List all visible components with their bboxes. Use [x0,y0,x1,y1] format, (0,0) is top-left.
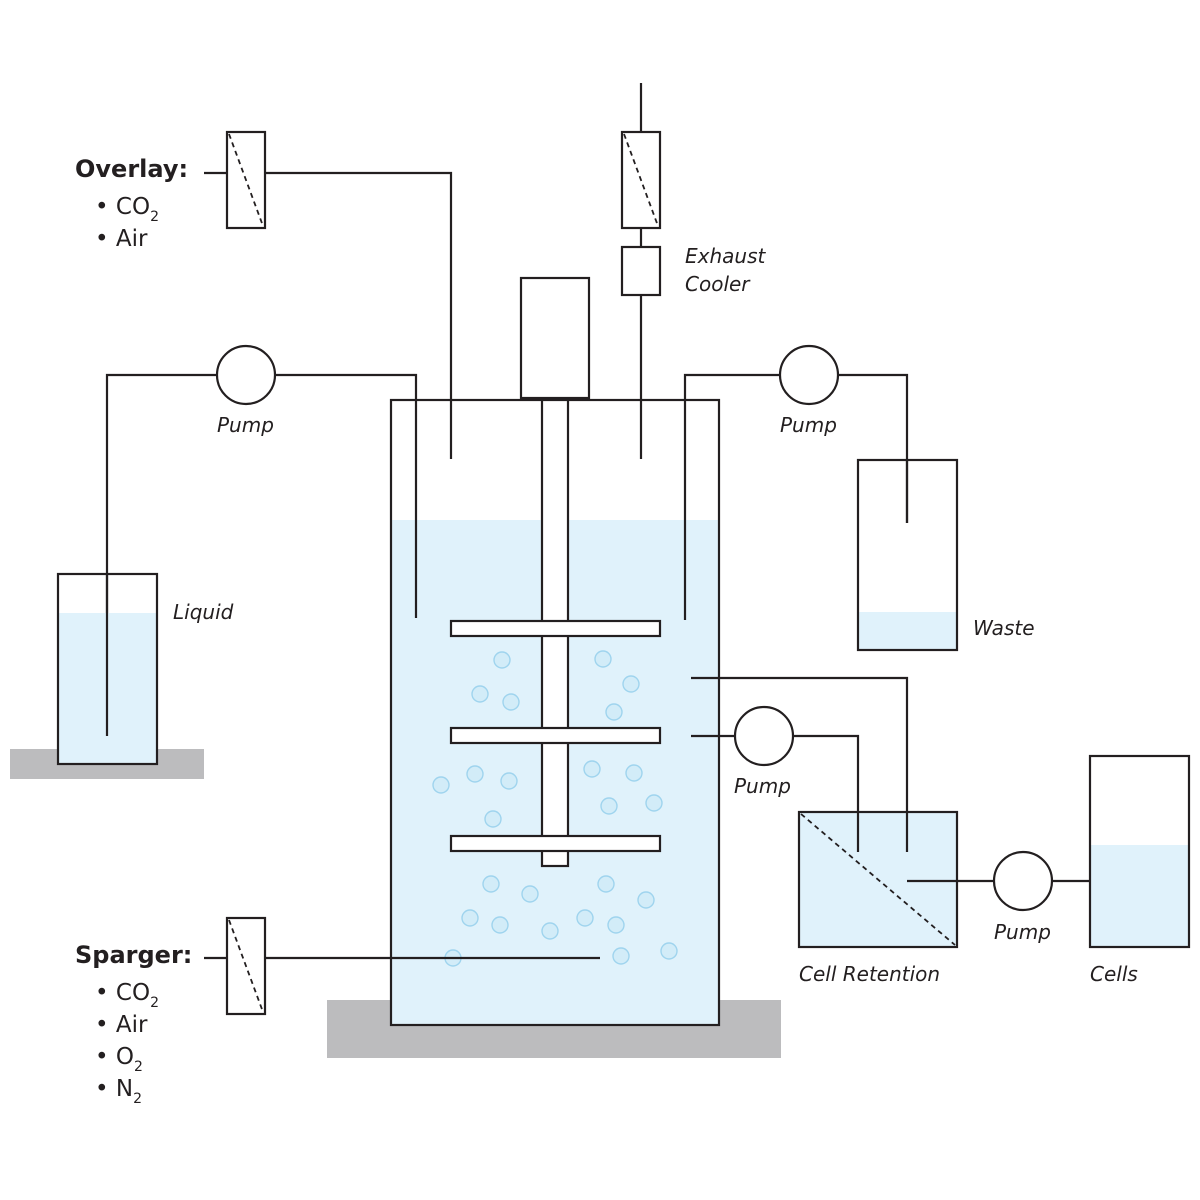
retention-feed-line [691,734,860,852]
sparger-filter [225,916,267,1016]
overlay-filter [225,130,267,230]
bubble [521,885,539,903]
cells-bottle [1088,754,1191,949]
bubble [500,772,518,790]
pump-right [778,344,840,406]
sparger-gases-item: • O2 [95,1044,143,1075]
sparger-gases-item: • Air [95,1012,148,1038]
bubble [493,651,511,669]
impeller-bottom [449,834,662,853]
bubble [600,797,618,815]
exhaust-cooler [620,245,662,297]
bubble [471,685,489,703]
pump-middle-label: Pump [734,774,791,798]
overlay-gases-item: • Air [95,226,148,252]
bubble [622,675,640,693]
bubble [625,764,643,782]
bubble [576,909,594,927]
pump-left-label: Pump [217,413,274,437]
waste-bottle [856,458,959,652]
bubble [645,794,663,812]
pump-cells-label: Pump [994,920,1051,944]
bubble [482,875,500,893]
bubble [612,947,630,965]
cell-retention-label: Cell Retention [799,962,940,986]
sparger-gases-item: • N2 [95,1076,142,1107]
bubble [461,909,479,927]
exhaust-cooler-label-line2: Cooler [685,272,751,296]
exhaust-filter [620,130,662,230]
bubble [660,942,678,960]
gas-bubbles [432,650,678,967]
cells-label: Cells [1090,962,1138,986]
sparger-title: Sparger: [75,941,192,969]
bubble [541,922,559,940]
bubble [432,776,450,794]
sparger-gas-list: • CO2• Air • O2• N2 [95,980,159,1107]
impeller-middle [449,726,662,745]
bubble [605,703,623,721]
bubble [491,916,509,934]
bubble [597,875,615,893]
bubble [583,760,601,778]
waste-label: Waste [973,616,1035,640]
overlay-gas-line [204,171,453,459]
overlay-gas-list: • CO2• Air [95,194,159,252]
liquid-label: Liquid [173,600,234,624]
pump-middle [733,705,795,767]
bubble [594,650,612,668]
bubble [484,810,502,828]
overlay-gases-item: • CO2 [95,194,159,225]
sparger-gases-item: • CO2 [95,980,159,1011]
exhaust-cooler-label-line1: Exhaust [685,244,767,268]
pump-left [215,344,277,406]
liquid-bottle [56,572,159,766]
bubble [466,765,484,783]
overlay-title: Overlay: [75,155,188,183]
pump-right-label: Pump [780,413,837,437]
retention-return-line [691,676,909,852]
bubble [607,916,625,934]
bubble [502,693,520,711]
bubble [637,891,655,909]
stirrer-motor [519,276,591,400]
impeller-top [449,619,662,638]
pump-cells [992,850,1054,912]
cell-retention-device [797,810,959,949]
